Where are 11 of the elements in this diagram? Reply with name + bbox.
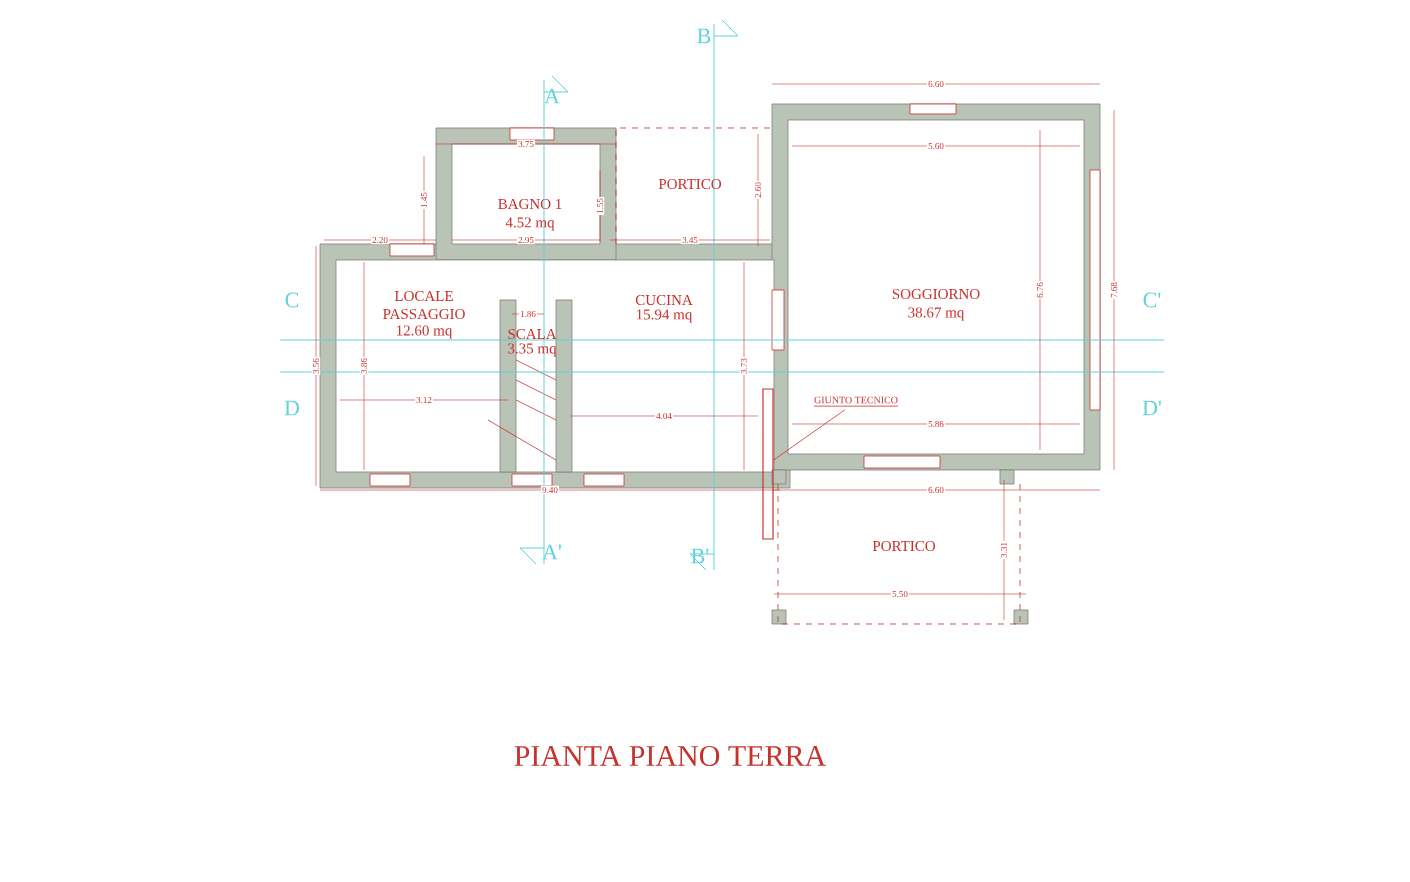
title: PIANTA PIANO TERRA [514,745,826,767]
leader-line [773,409,846,461]
joint-strip [762,388,774,540]
section-letter: B' [691,548,709,564]
section-letter: C [285,292,299,308]
section-letter: D' [1142,400,1161,416]
section-letter: D [284,400,300,416]
section-letter: B [697,28,711,44]
section-letter: A [544,88,560,104]
section-letter: A' [542,544,561,560]
section-letter: C' [1143,292,1161,308]
